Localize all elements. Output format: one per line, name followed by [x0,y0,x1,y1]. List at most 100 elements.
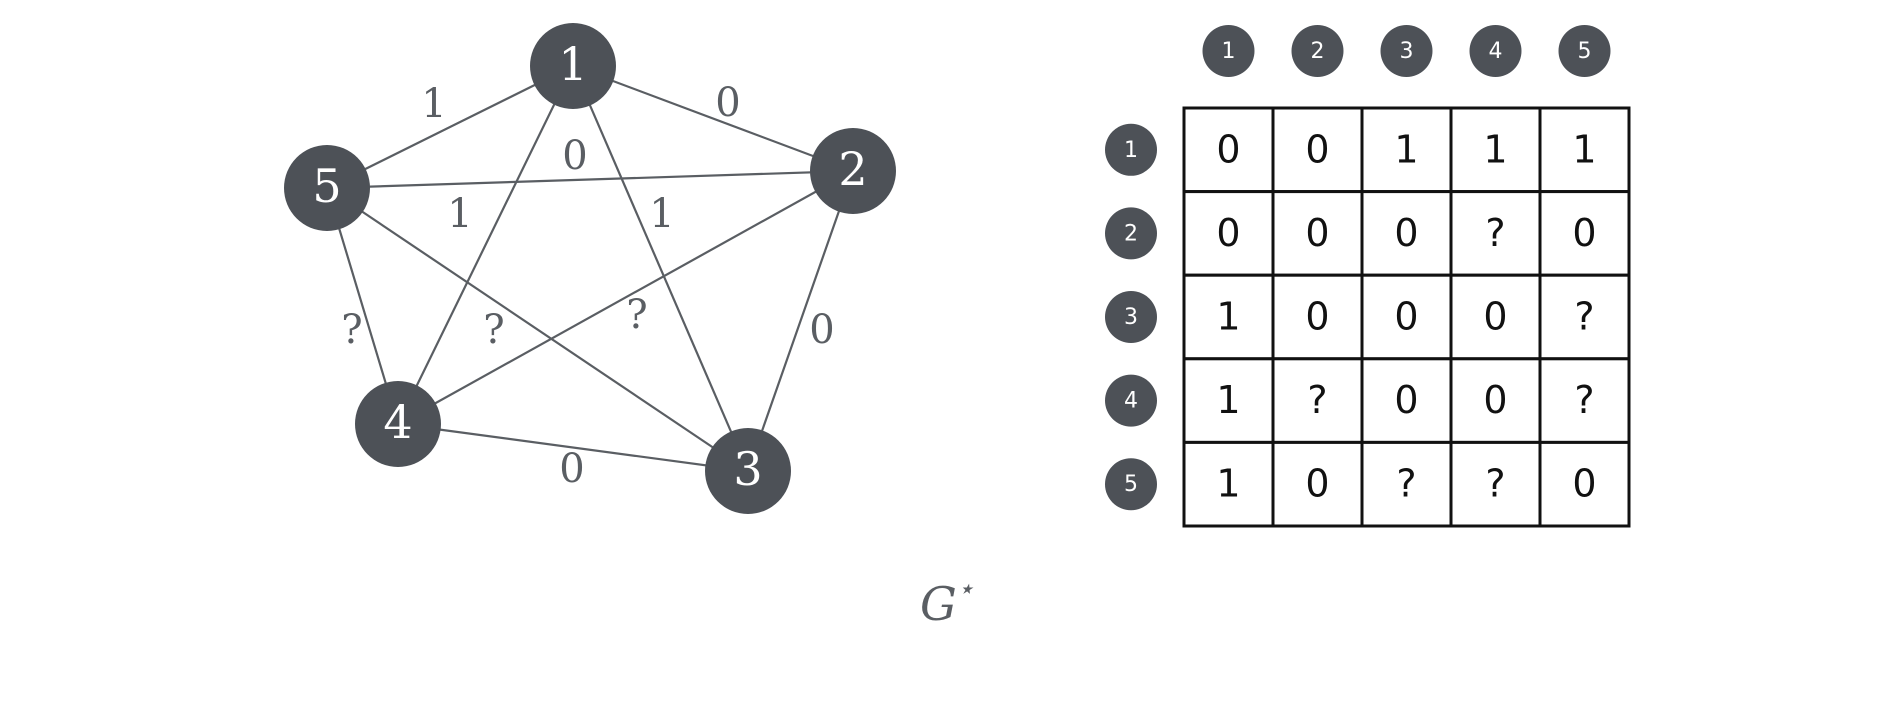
graph-nodes: 1 2 3 4 5 [284,23,896,514]
row-header-label: 1 [1124,138,1138,163]
matrix-cell-border [1182,440,1275,528]
matrix-cell-value: 0 [1572,211,1596,255]
graph-node-circle [284,145,370,231]
column-header-label: 5 [1578,39,1592,64]
edge-label-5-4: ? [341,307,362,353]
matrix-cell-border [1182,106,1275,194]
row-header-label: 3 [1124,305,1138,330]
matrix-cell-4-4: 0 [1449,357,1542,444]
matrix-cell-border [1538,440,1631,528]
row-header-5: 5 [1105,458,1157,511]
column-header-label: 3 [1400,39,1414,64]
graph-node-circle [705,428,791,514]
matrix-cell-value: 1 [1572,127,1596,171]
matrix-cell-border [1182,190,1275,277]
edge-1-2 [572,64,854,173]
row-header-3: 3 [1105,291,1157,343]
graph-node-label: 5 [312,159,341,213]
matrix-cell-5-3: ? [1360,440,1453,528]
matrix-cell-value: 1 [1216,462,1240,506]
edge-label-4-3: 0 [559,446,584,492]
matrix-cell-border [1360,273,1453,361]
matrix-cell-2-4: ? [1449,190,1542,277]
column-header-circle [1291,25,1344,77]
matrix-cell-border [1538,190,1631,277]
graph-node-1: 1 [530,23,616,109]
edge-5-2 [326,169,854,190]
matrix-cell-1-2: 0 [1271,106,1364,194]
edge-1-5 [326,65,574,189]
matrix-cell-border [1360,106,1453,194]
graph-node-label: 4 [383,395,412,449]
column-header-3: 3 [1380,25,1433,77]
column-header-label: 4 [1489,39,1503,64]
matrix-cell-5-5: 0 [1538,440,1631,528]
matrix-cell-border [1271,440,1364,528]
matrix-cell-value: ? [1574,378,1594,422]
matrix-cell-value: 0 [1394,378,1418,422]
graph-node-circle [355,381,441,467]
matrix-cell-value: ? [1485,211,1505,255]
matrix-cell-border [1449,106,1542,194]
edge-1-4 [397,65,574,425]
row-header-2: 2 [1105,207,1157,260]
row-header-label: 5 [1124,472,1138,497]
edge-label-2-3: 0 [809,307,834,353]
row-header-4: 4 [1105,374,1157,427]
matrix-cell-4-3: 0 [1360,357,1453,444]
matrix-cell-3-5: ? [1538,273,1631,361]
edge-label-1-2: 0 [715,80,740,126]
matrix-cell-value: 0 [1394,211,1418,255]
row-header-circle [1105,458,1157,511]
matrix-cell-value: 1 [1216,295,1240,339]
row-header-label: 2 [1124,221,1138,246]
matrix-cell-value: ? [1396,462,1416,506]
column-header-circle [1202,25,1255,77]
matrix-cell-5-4: ? [1449,440,1542,528]
column-header-circle [1380,25,1433,77]
matrix-cell-value: 0 [1305,295,1329,339]
matrix-cell-border [1360,357,1453,444]
graph-node-label: 1 [558,37,587,91]
row-header-circle [1105,207,1157,260]
matrix-cell-3-2: 0 [1271,273,1364,361]
graph-node-2: 2 [810,128,896,214]
edge-label-5-3: ? [483,307,504,353]
matrix-cell-5-2: 0 [1271,440,1364,528]
matrix-cell-1-1: 0 [1182,106,1275,194]
graph-node-4: 4 [355,381,441,467]
matrix-cell-value: 1 [1394,127,1418,171]
graph-caption: G⋆ [920,572,974,631]
edge-label-1-5: 1 [421,81,446,127]
matrix-cell-value: 0 [1216,127,1240,171]
column-header-label: 1 [1222,39,1236,64]
column-header-circle [1558,25,1611,77]
row-header-label: 4 [1124,389,1138,414]
matrix-cell-4-1: 1 [1182,357,1275,444]
matrix-cell-5-1: 1 [1182,440,1275,528]
matrix-cell-1-4: 1 [1449,106,1542,194]
graph-node-label: 2 [838,142,867,196]
matrix-cell-border [1538,106,1631,194]
edge-4-2 [397,170,854,425]
edge-2-3 [746,170,855,472]
matrix-cell-value: 0 [1305,127,1329,171]
graph-node-label: 3 [733,442,762,496]
matrix-cell-border [1449,190,1542,277]
column-header-4: 4 [1469,25,1522,77]
matrix-cell-value: 0 [1483,295,1507,339]
matrix-cell-value: 0 [1483,378,1507,422]
edge-1-3 [571,65,750,472]
column-header-1: 1 [1202,25,1255,77]
matrix-cell-value: 0 [1305,462,1329,506]
matrix-cell-value: 1 [1483,127,1507,171]
graph-node-circle [530,23,616,109]
matrix-cell-value: ? [1307,378,1327,422]
matrix-cell-2-5: 0 [1538,190,1631,277]
edge-label-1-3: 1 [649,191,674,237]
matrix-cell-value: ? [1574,295,1594,339]
edge-label-1-4: 1 [447,191,472,237]
matrix-cell-4-5: ? [1538,357,1631,444]
